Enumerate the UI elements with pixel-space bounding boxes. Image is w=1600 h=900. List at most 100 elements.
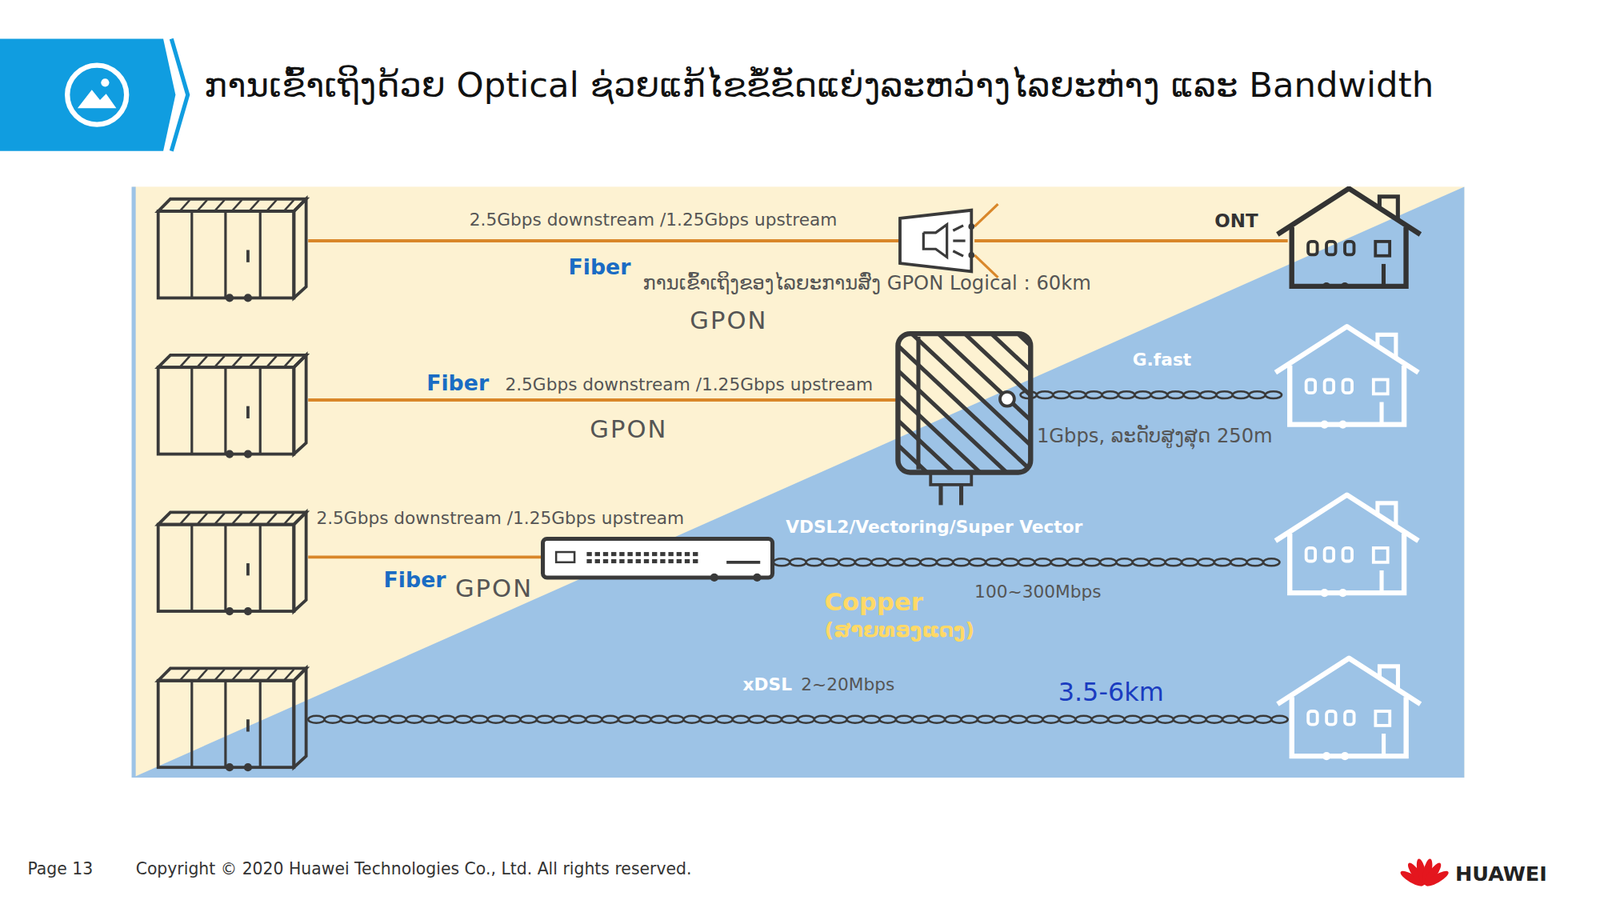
optical-splitter (900, 210, 975, 272)
copper-twist (488, 716, 504, 724)
switch-port (586, 552, 592, 556)
medium-name: Copper (824, 588, 924, 616)
copper-twist (1184, 391, 1200, 399)
copper-twist (1084, 558, 1100, 566)
cabinet-top (158, 668, 307, 680)
olt-cabinet (158, 668, 307, 772)
copper-twist (324, 716, 341, 724)
copper-twist (504, 716, 520, 724)
house-door (1381, 733, 1386, 756)
copper-twist (356, 716, 373, 724)
rate-note: 100~300Mbps (974, 582, 1101, 603)
switch-port (660, 559, 665, 564)
copper-twist (1067, 558, 1084, 566)
dslam-switch (543, 538, 773, 582)
cabinet-handle (246, 563, 250, 576)
house-body (1289, 533, 1404, 593)
cabinet-vent (180, 200, 190, 211)
copper-twist (1265, 391, 1282, 399)
copper-twist (838, 558, 855, 566)
copper-twist (1247, 558, 1264, 566)
cabinet-front (158, 680, 295, 768)
cabinet-top (158, 355, 307, 368)
cabinet-door (224, 211, 227, 298)
cabinet-vent (232, 356, 242, 367)
copper-twist (855, 558, 872, 566)
copper-twist (863, 716, 880, 724)
rate-note: 2.5Gbps downstream /1.25Gbps upstream (504, 375, 873, 396)
switch-port (668, 552, 673, 556)
copper-twist (1263, 558, 1280, 566)
copper-twist (1132, 558, 1149, 566)
cabinet-door (190, 524, 193, 612)
splitter-ray (952, 225, 964, 231)
copyright: Copyright © 2020 Huawei Technologies Co.… (136, 860, 692, 879)
switch-foot (710, 573, 719, 582)
fiber-split (974, 204, 998, 227)
copper-twist (569, 716, 586, 724)
device-name: ONT (1212, 210, 1260, 232)
copper-twist (552, 716, 569, 724)
house-door (1379, 402, 1384, 425)
cabinet-foot (225, 450, 234, 459)
copper-twist (1214, 558, 1231, 566)
house-dot (1320, 420, 1329, 429)
cabinet-side (293, 199, 306, 299)
cabinet-vent (215, 513, 224, 524)
house-window (1373, 379, 1388, 394)
technology-name: VDSL2/Vectoring/Super Vector (785, 517, 1083, 538)
copper-twist (773, 558, 790, 566)
dpu-stripe (956, 333, 1031, 472)
house-window (1343, 548, 1352, 562)
copper-twist (1151, 391, 1168, 399)
cabinet-door (224, 680, 227, 768)
cabinet-foot (244, 763, 252, 772)
copper-twist (797, 716, 814, 724)
image-icon-sun (100, 78, 109, 87)
copper-twist (1051, 558, 1068, 566)
cabinet-top (158, 512, 307, 524)
copper-twist (1085, 391, 1102, 399)
copper-twist (1010, 716, 1027, 724)
copper-twist (1232, 391, 1249, 399)
switch-port (684, 552, 690, 556)
copper-twist (1206, 716, 1223, 724)
cabinet-side (293, 668, 306, 768)
house-icon (1275, 326, 1419, 429)
house-window (1324, 379, 1334, 393)
cabinet-vent (250, 200, 260, 211)
dpu-connector (930, 472, 972, 485)
house-window (1326, 711, 1336, 725)
dpu-leg (938, 484, 943, 506)
ont-house: ONT (1204, 186, 1424, 289)
slide-title: ການເຂົ້າເຖິງດ້ວຍ Optical ຊ່ວຍແກ້ໄຂຂໍ້ຂັດ… (204, 65, 1434, 106)
copper-twist (936, 558, 953, 566)
house-window (1308, 241, 1317, 256)
copper-twist (1167, 391, 1184, 399)
house-window (1306, 548, 1316, 562)
logo-petal (1423, 868, 1451, 889)
olt-cabinet (158, 355, 307, 459)
switch-port (627, 559, 632, 564)
panel-ground (132, 186, 1465, 778)
cabinet-vent (250, 669, 260, 680)
copper-twist (977, 716, 994, 724)
image-icon-mountain (77, 89, 116, 108)
cabinet-vent (267, 200, 276, 211)
copper-twist (1075, 716, 1092, 724)
house-roof (1275, 495, 1419, 541)
house-roof (1277, 188, 1421, 235)
copper-twist (765, 716, 782, 724)
cabinet-vent (250, 513, 260, 524)
copper-twist (1034, 558, 1051, 566)
switch-port (595, 552, 600, 556)
copper-twist (536, 716, 553, 724)
copper-twist (651, 716, 668, 724)
title-banner (0, 38, 176, 151)
cabinet-door (190, 680, 193, 768)
cabinet-vent (267, 513, 276, 524)
switch-port (586, 559, 592, 564)
house-dot (1340, 752, 1349, 760)
